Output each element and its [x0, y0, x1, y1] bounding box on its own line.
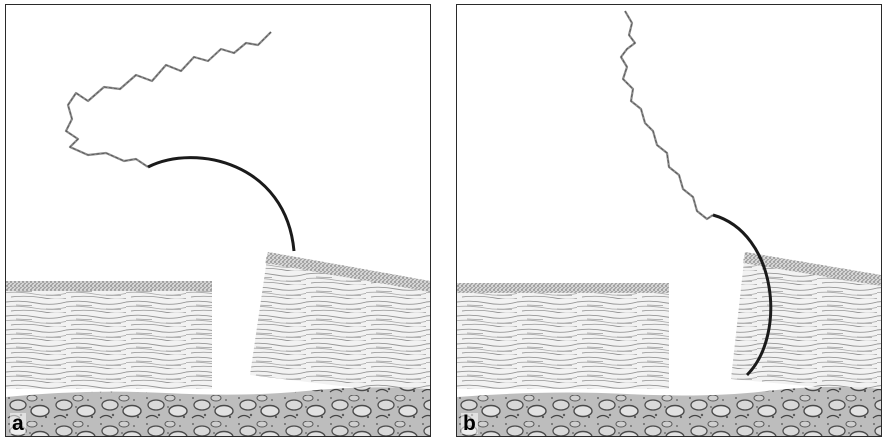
- suture-thread: [66, 32, 271, 167]
- base-layer: [6, 387, 430, 436]
- curved-needle: [148, 158, 294, 251]
- right-tissue-flap: [250, 252, 430, 397]
- left-tissue-block: [457, 283, 669, 389]
- panel-label-a: a: [10, 413, 26, 434]
- panel-label-b: b: [461, 413, 478, 434]
- panel-a-illustration: [6, 5, 430, 436]
- panel-b-illustration: [457, 5, 881, 436]
- left-tissue-block: [6, 281, 212, 389]
- right-tissue-block: [731, 252, 881, 393]
- suture-thread: [621, 11, 713, 219]
- base-layer: [457, 387, 881, 436]
- panel-a: a: [5, 4, 431, 437]
- panel-b: b: [456, 4, 882, 437]
